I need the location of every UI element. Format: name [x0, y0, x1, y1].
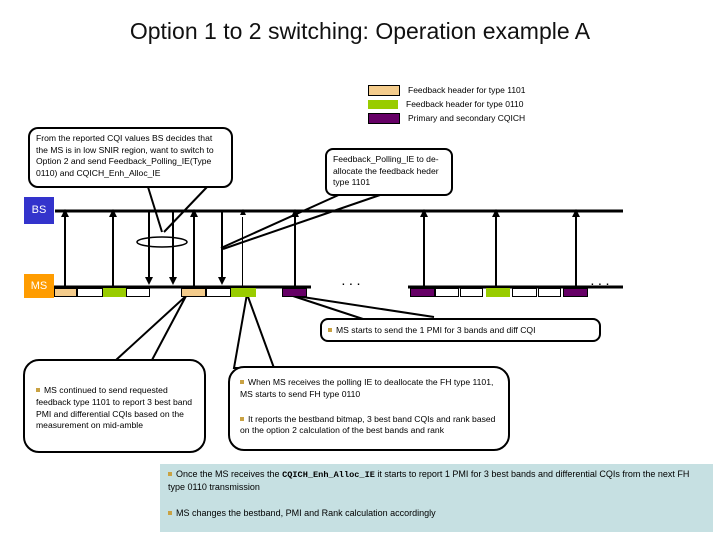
when-receives-tail [232, 290, 276, 369]
legend-item-1101: Feedback header for type 1101 [368, 83, 526, 97]
callout-poll-tail [220, 192, 344, 249]
note-box: Once the MS receives the CQICH_Enh_Alloc… [160, 464, 713, 532]
ms-node: MS [24, 274, 54, 298]
box-ms-starts-text: MS starts to send the 1 PMI for 3 bands … [336, 325, 536, 335]
legend-item-cqich: Primary and secondary CQICH [368, 111, 526, 125]
ms-continued-tail [113, 295, 187, 361]
callout-polling-deallocate: Feedback_Polling_IE to de-allocate the f… [325, 148, 453, 196]
box-ms-continued: MS continued to send requested feedback … [23, 359, 206, 453]
bullet-icon [328, 328, 332, 332]
note-text: MS changes the bestband, PMI and Rank ca… [176, 508, 436, 518]
page-title: Option 1 to 2 switching: Operation examp… [129, 18, 591, 44]
bullet-icon [240, 416, 244, 421]
grouping-ellipse [136, 236, 188, 248]
callout-bs-tail [147, 186, 163, 233]
legend-item-0110: Feedback header for type 0110 [368, 97, 526, 111]
callout-bs-decision: From the reported CQI values BS decides … [28, 127, 233, 188]
legend: Feedback header for type 1101 Feedback h… [368, 83, 526, 125]
legend-swatch-type-0110 [368, 99, 398, 109]
note-line-2: MS changes the bestband, PMI and Rank ca… [168, 508, 705, 520]
note-text: Once the MS receives the [176, 469, 283, 479]
when-receives-text-2: It reports the bestband bitmap, 3 best b… [240, 413, 496, 436]
box-when-receives: When MS receives the polling IE to deall… [228, 366, 510, 451]
legend-swatch-type-1101 [368, 84, 400, 96]
cqich-enh-alloc-ie: CQICH_Enh_Alloc_IE [282, 470, 375, 480]
bs-node: BS [24, 197, 54, 224]
when-receives-text-1: When MS receives the polling IE to deall… [240, 377, 494, 399]
ellipsis-right: . . . [591, 277, 610, 288]
note-text: it starts to report 1 PMI for 3 best ban… [168, 469, 690, 492]
bullet-icon [36, 388, 40, 392]
bullet-icon [240, 380, 244, 384]
box-ms-starts: MS starts to send the 1 PMI for 3 bands … [320, 318, 601, 342]
legend-label: Primary and secondary CQICH [408, 113, 526, 123]
ms-starts-tail [292, 295, 364, 320]
ellipsis-left: . . . [342, 277, 361, 288]
bullet-icon [168, 511, 172, 515]
bullet-icon [168, 472, 172, 476]
legend-swatch-cqich [368, 112, 400, 124]
ms-starts-tail [295, 295, 435, 318]
note-line-1: Once the MS receives the CQICH_Enh_Alloc… [168, 469, 705, 493]
legend-label: Feedback header for type 0110 [406, 99, 524, 109]
callout-poll-tail [222, 194, 381, 250]
box-ms-continued-text: MS continued to send requested feedback … [36, 385, 193, 431]
callout-bs-tail [163, 186, 208, 233]
legend-label: Feedback header for type 1101 [408, 85, 526, 95]
